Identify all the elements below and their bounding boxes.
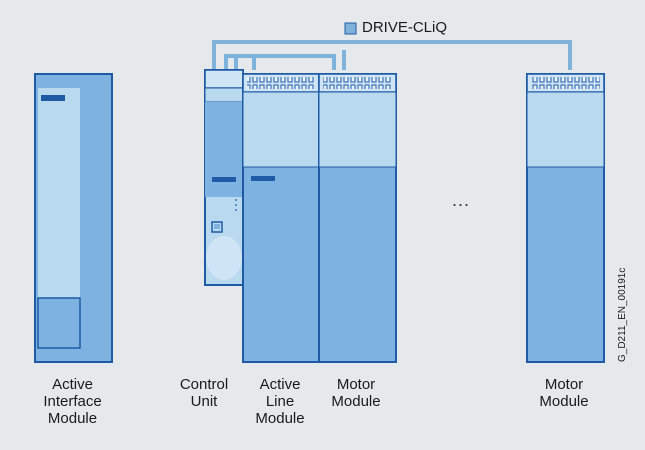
control-unit	[204, 69, 244, 286]
active-line-module	[242, 73, 320, 363]
motor-module-1	[318, 73, 397, 363]
motor-module-2-label: Motor Module	[539, 376, 589, 410]
active-interface-module	[34, 73, 113, 363]
motor-module-2	[526, 73, 605, 363]
ellipsis: ...	[452, 190, 471, 210]
drive-cliq-legend-label: DRIVE-CLiQ	[362, 19, 448, 36]
motor-module-1-label: Motor Module	[331, 376, 381, 410]
drive-cliq-cables	[212, 40, 572, 70]
active-interface-module-label: Active Interface Module	[43, 376, 102, 427]
active-line-module-label: Active Line Module	[255, 376, 305, 427]
drive-cliq-legend-swatch	[344, 22, 357, 35]
control-unit-label: Control Unit	[179, 376, 229, 410]
figure-code: G_D211_EN_00191c	[617, 267, 628, 362]
